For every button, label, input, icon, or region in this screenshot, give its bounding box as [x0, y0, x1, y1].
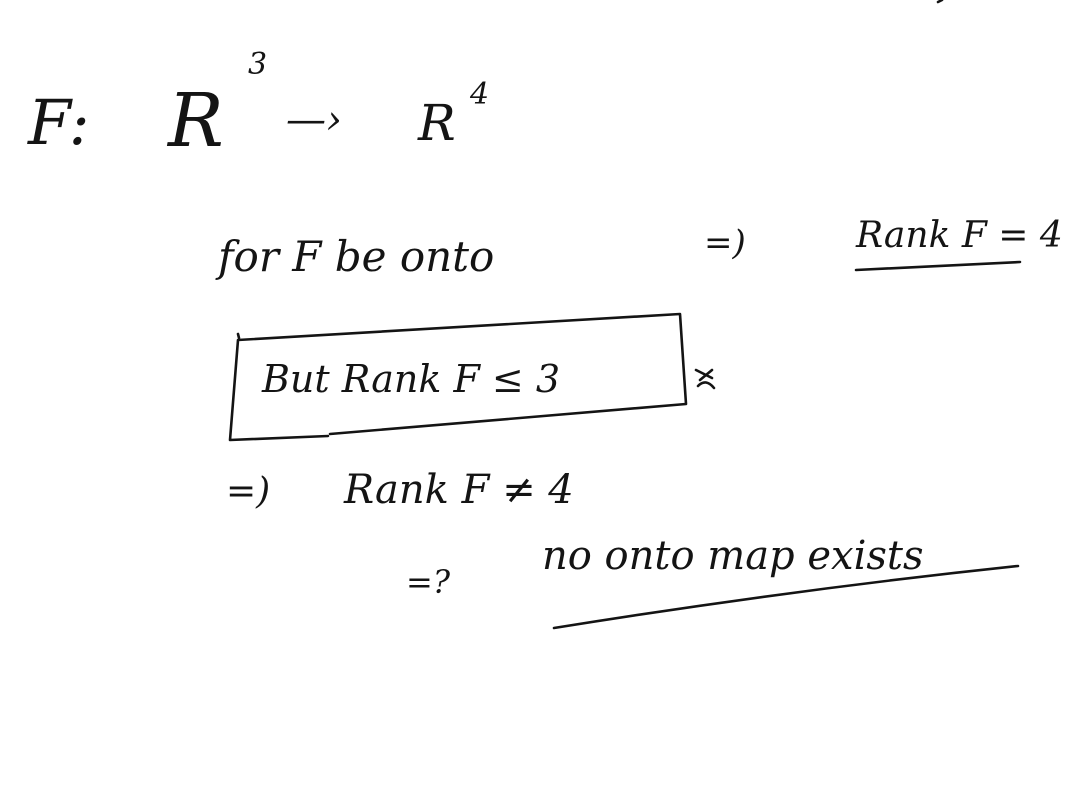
- rank-underline: [854, 260, 1022, 272]
- mapping-arrow: —›: [286, 97, 342, 143]
- codomain-exponent: 4: [470, 77, 490, 112]
- implies-symbol: =?: [406, 563, 450, 601]
- codomain-space: R: [418, 94, 456, 152]
- onto-condition: for F be onto: [218, 232, 495, 281]
- function-name: F:: [28, 86, 90, 159]
- corner-mark: [936, 0, 944, 4]
- implies-symbol: =): [704, 223, 746, 263]
- implies-symbol: =): [226, 471, 271, 512]
- domain-exponent: 3: [248, 47, 268, 82]
- no-onto-map-conclusion: no onto map exists: [542, 533, 924, 579]
- rank-not-four: Rank F ≠ 4: [344, 467, 574, 513]
- scribble-mark: [694, 368, 716, 390]
- boxed-rank-statement: But Rank F ≤ 3: [262, 357, 561, 401]
- box-tick: [236, 332, 241, 340]
- rank-equals-four: Rank F = 4: [856, 215, 1063, 256]
- domain-space: R: [168, 78, 224, 164]
